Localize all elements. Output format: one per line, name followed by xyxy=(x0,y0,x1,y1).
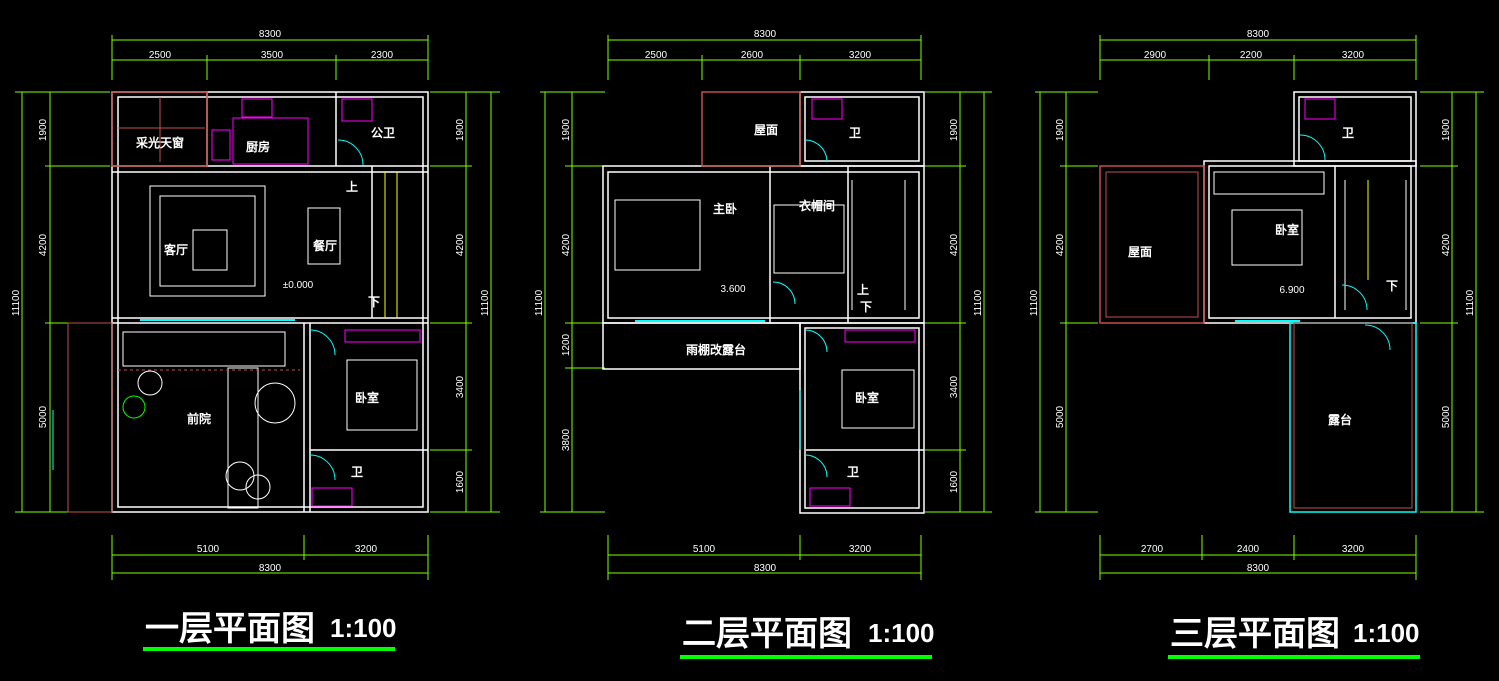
plan2-scale: 1:100 xyxy=(868,618,935,648)
plan1-dim-left-b: 4200 xyxy=(38,233,49,256)
plan2-details xyxy=(614,91,916,507)
plan2-master-label: 主卧 xyxy=(713,201,737,216)
plan2-dim-right-b: 4200 xyxy=(949,233,960,256)
plan1-yard-label: 前院 xyxy=(187,411,211,426)
plan3-dim-top-total: 8300 xyxy=(1247,29,1270,40)
plan2-terrace-label: 雨棚改露台 xyxy=(686,342,746,357)
plan2-dimension-lines xyxy=(540,35,992,580)
plan1-title-underline xyxy=(143,647,395,651)
plan2-dim-right-a: 1900 xyxy=(949,118,960,141)
plan1-dim-top-c: 2300 xyxy=(371,50,394,61)
plan1-dim-right-a: 1900 xyxy=(455,118,466,141)
plan-1: 8300 2500 3500 2300 5100 3200 8300 1900 … xyxy=(11,29,500,651)
plan1-dining-label: 餐厅 xyxy=(313,238,337,253)
plan2-dim-top-a: 2500 xyxy=(645,50,668,61)
plan3-dim-bot-total: 8300 xyxy=(1247,563,1270,574)
plan3-dim-right-b: 4200 xyxy=(1441,233,1452,256)
plan1-dim-right-b: 4200 xyxy=(455,233,466,256)
plan3-walls xyxy=(1203,91,1417,324)
plan1-dim-left-total: 11100 xyxy=(11,289,22,316)
plan1-dimension-lines xyxy=(15,35,500,580)
plan2-closet-label: 衣帽间 xyxy=(799,198,835,213)
plan2-down-label: 下 xyxy=(860,300,872,314)
plan1-scale: 1:100 xyxy=(330,613,397,643)
plan1-dim-top-b: 3500 xyxy=(261,50,284,61)
plan3-dim-left-b: 4200 xyxy=(1055,233,1066,256)
plan1-dim-top-total: 8300 xyxy=(259,29,282,40)
plan2-dim-bot-b: 3200 xyxy=(849,544,872,555)
plan1-dim-left-a: 1900 xyxy=(38,118,49,141)
plan1-dim-bot-a: 5100 xyxy=(197,544,220,555)
plan3-dim-bot-a: 2700 xyxy=(1141,544,1164,555)
plan1-title: 一层平面图 xyxy=(145,609,315,649)
plan3-title-underline xyxy=(1168,655,1420,659)
plan2-wc-top-label: 卫 xyxy=(849,126,861,140)
plan2-dim-bot-a: 5100 xyxy=(693,544,716,555)
plan2-bedroom-label: 卧室 xyxy=(855,390,879,405)
plan3-wc-label: 卫 xyxy=(1342,126,1354,140)
plan1-dim-bot-b: 3200 xyxy=(355,544,378,555)
plan3-level-label: 6.900 xyxy=(1279,285,1304,296)
plan3-terrace-label: 露台 xyxy=(1328,412,1352,427)
plan1-bedroom-label: 卧室 xyxy=(355,390,379,405)
plan3-dim-right-a: 1900 xyxy=(1441,118,1452,141)
plan1-down-label: 下 xyxy=(368,295,380,309)
plan1-details xyxy=(52,91,421,513)
plan2-level-label: 3.600 xyxy=(720,284,745,295)
plan-3: 8300 2900 2200 3200 2700 2400 3200 8300 … xyxy=(1029,29,1484,659)
plan2-wc-bot-label: 卫 xyxy=(847,465,859,479)
plan1-dim-bot-total: 8300 xyxy=(259,563,282,574)
plan3-bedroom-label: 卧室 xyxy=(1275,222,1299,237)
plan3-roof-label: 屋面 xyxy=(1128,245,1152,259)
plan1-walls xyxy=(111,91,429,513)
plan2-roof-label: 屋面 xyxy=(754,123,778,137)
plan3-scale: 1:100 xyxy=(1353,618,1420,648)
plan1-dim-top-a: 2500 xyxy=(149,50,172,61)
plan2-dim-top-total: 8300 xyxy=(754,29,777,40)
plan2-dim-right-c: 3400 xyxy=(949,375,960,398)
plan-2: 8300 2500 2600 3200 5100 3200 8300 1900 … xyxy=(534,29,992,659)
plan2-dim-left-c: 1200 xyxy=(561,333,572,356)
plan1-dim-right-total: 11100 xyxy=(480,289,491,316)
plan1-level-label: ±0.000 xyxy=(283,280,314,291)
plan3-dim-right-c: 5000 xyxy=(1441,405,1452,428)
plan2-dim-left-d: 3800 xyxy=(561,428,572,451)
plan1-dim-left-c: 5000 xyxy=(38,405,49,428)
plan3-dim-top-b: 2200 xyxy=(1240,50,1263,61)
plan2-title-underline xyxy=(680,655,932,659)
plan3-dim-left-c: 5000 xyxy=(1055,405,1066,428)
plan1-living-label: 客厅 xyxy=(163,242,188,257)
plan1-public-wc-label: 公卫 xyxy=(371,126,395,140)
plan2-dim-top-c: 3200 xyxy=(849,50,872,61)
plan3-details xyxy=(1099,98,1417,513)
plan3-dim-right-total: 11100 xyxy=(1465,289,1476,316)
plan2-title: 二层平面图 xyxy=(682,614,852,654)
plan2-dim-bot-total: 8300 xyxy=(754,563,777,574)
plan2-dim-top-b: 2600 xyxy=(741,50,764,61)
plan1-dim-right-d: 1600 xyxy=(455,470,466,493)
plan2-dim-right-d: 1600 xyxy=(949,470,960,493)
plan3-title: 三层平面图 xyxy=(1170,614,1340,654)
plan2-dim-left-total: 11100 xyxy=(534,289,545,316)
plan1-wc-label: 卫 xyxy=(351,465,363,479)
plan3-dim-top-a: 2900 xyxy=(1144,50,1167,61)
plan3-dim-left-total: 11100 xyxy=(1029,289,1040,316)
plan3-dim-left-a: 1900 xyxy=(1055,118,1066,141)
plan3-dim-bot-b: 2400 xyxy=(1237,544,1260,555)
plan2-dim-left-b: 4200 xyxy=(561,233,572,256)
plan1-up-label: 上 xyxy=(346,179,358,194)
plan2-dim-right-total: 11100 xyxy=(973,289,984,316)
plan2-walls xyxy=(602,91,925,514)
plan3-dimension-lines xyxy=(1035,35,1484,580)
plan1-skylight-label: 采光天窗 xyxy=(135,135,184,150)
plan1-kitchen-label: 厨房 xyxy=(246,139,270,154)
plan3-dim-top-c: 3200 xyxy=(1342,50,1365,61)
plan2-dim-left-a: 1900 xyxy=(561,118,572,141)
plan3-dim-bot-c: 3200 xyxy=(1342,544,1365,555)
plan3-down-label: 下 xyxy=(1386,279,1398,293)
plan1-dim-right-c: 3400 xyxy=(455,375,466,398)
plan2-up-label: 上 xyxy=(857,282,869,297)
